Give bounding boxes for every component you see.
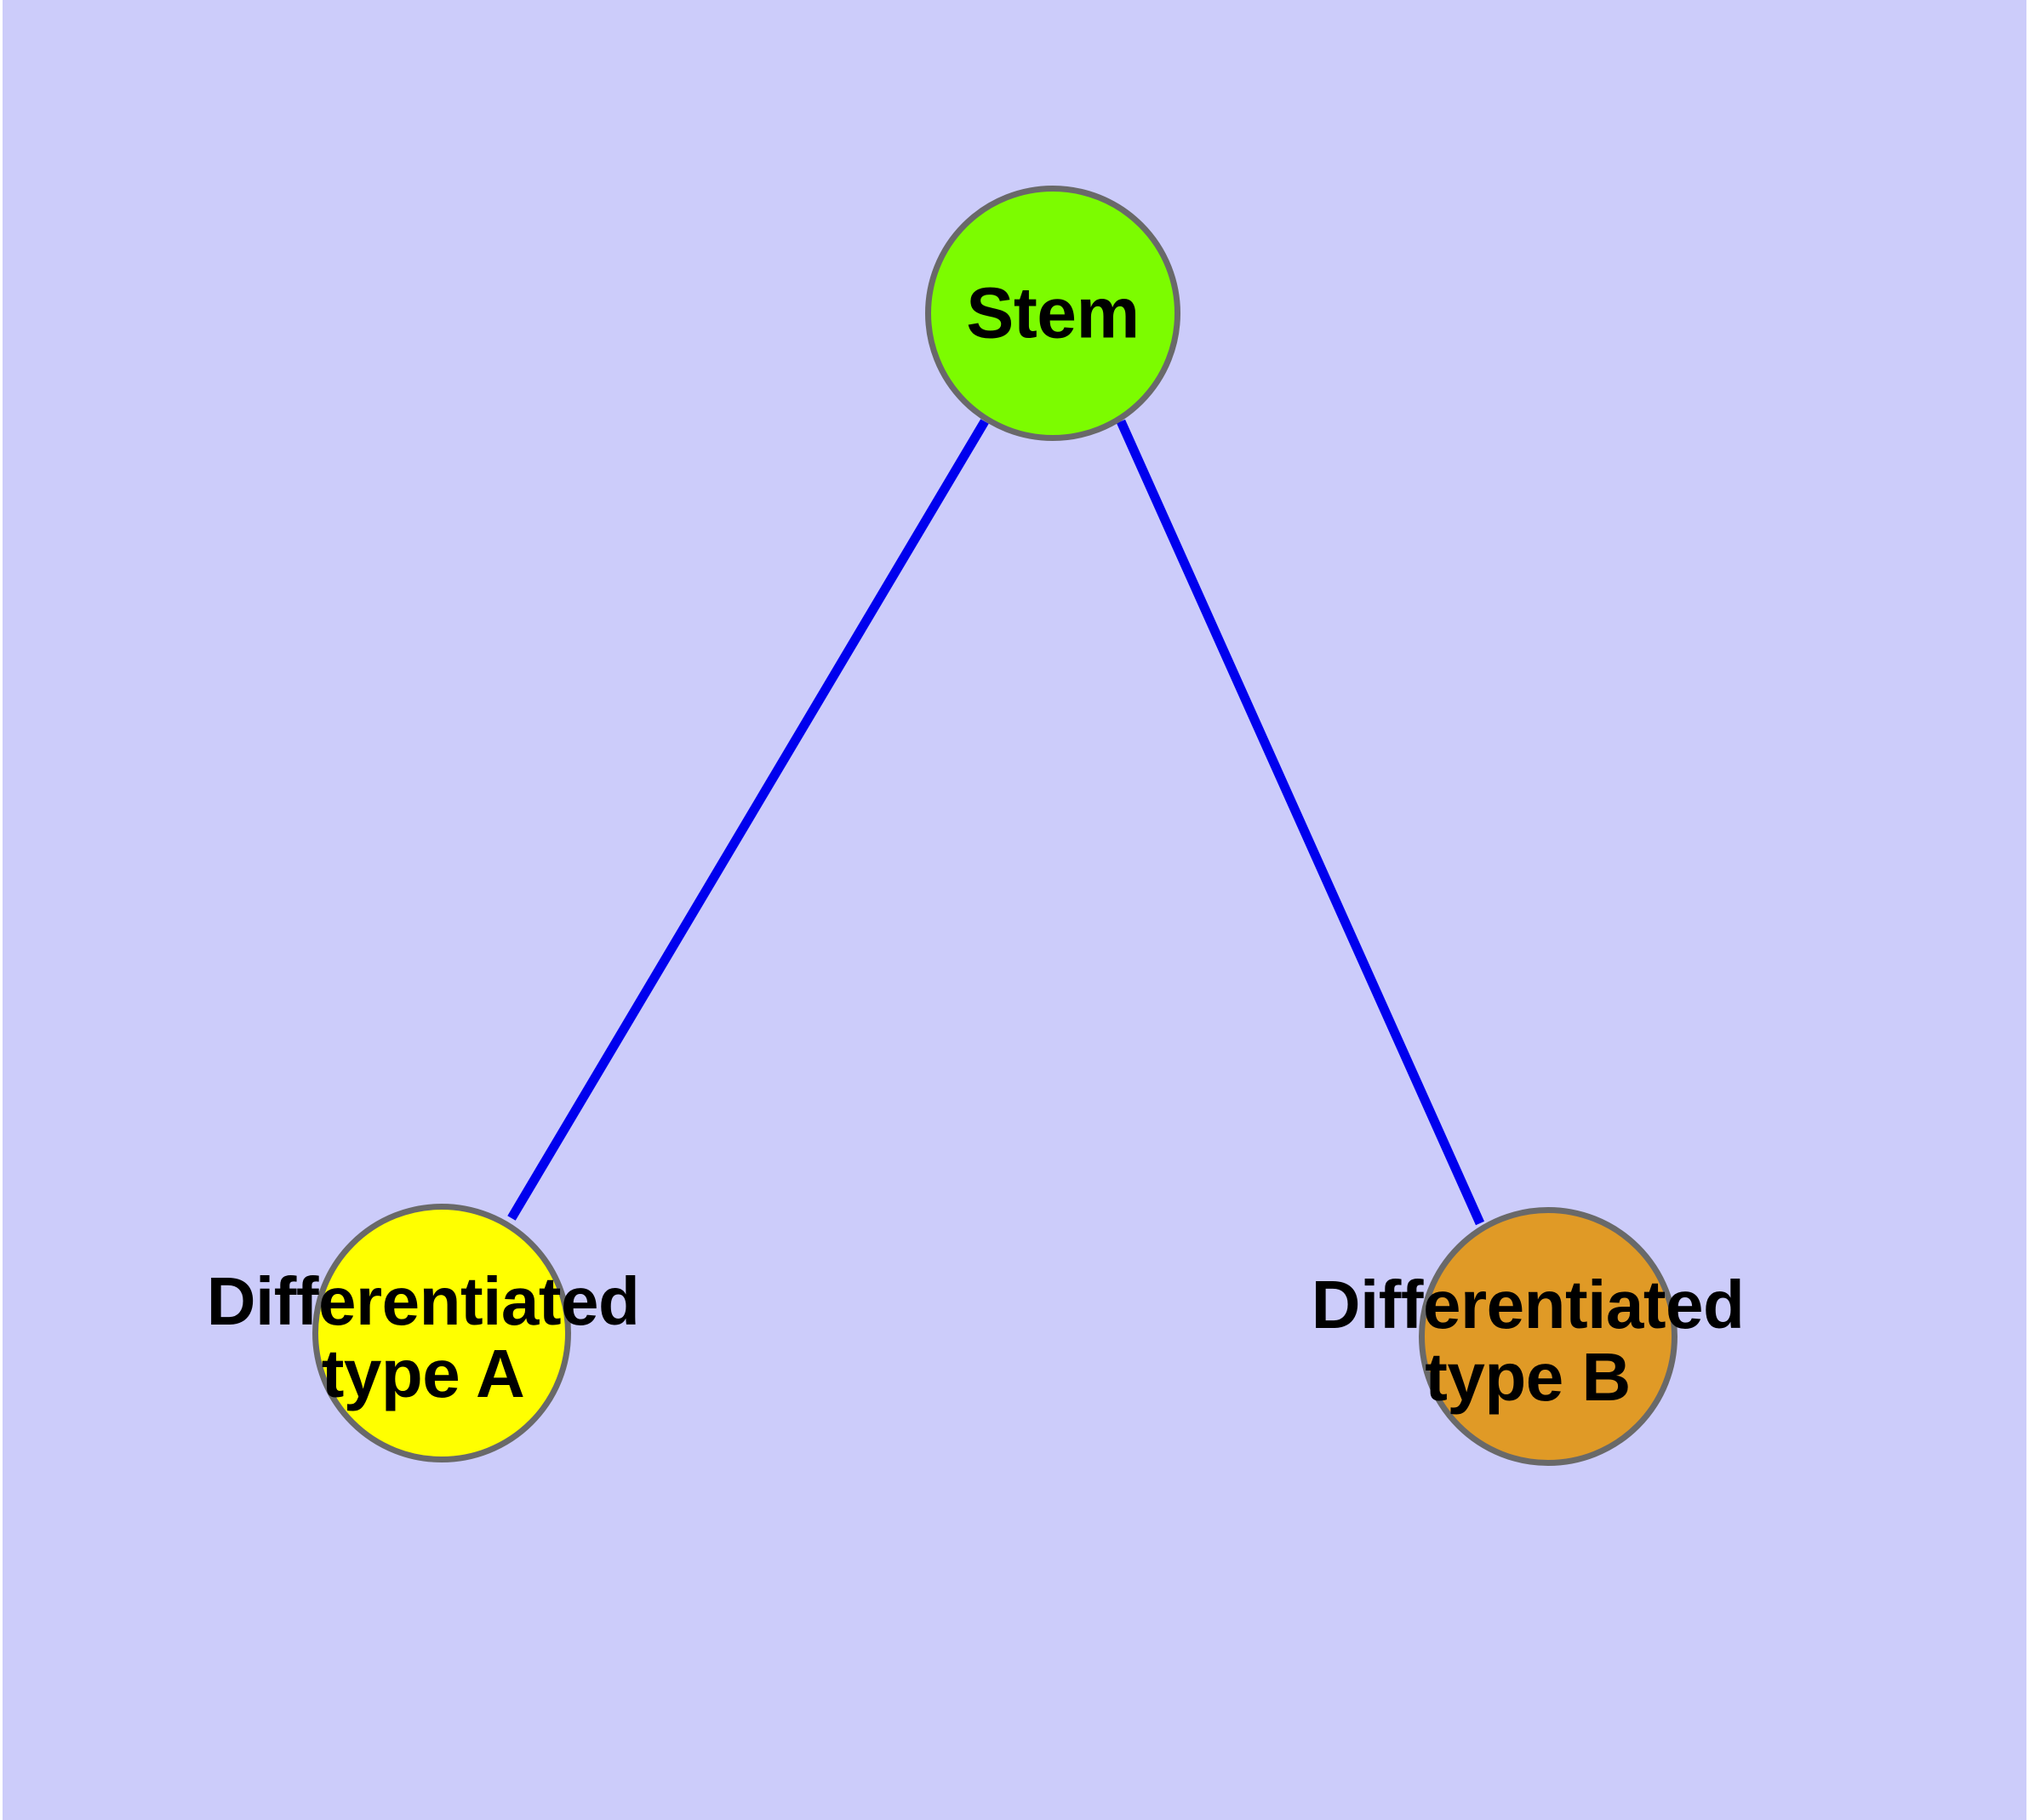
node-stem[interactable] <box>925 186 1180 441</box>
node-differentiated-type-b[interactable] <box>1419 1207 1677 1466</box>
edge-stem-to-differentiated-type-b <box>1116 419 1485 1226</box>
edge-stem-to-differentiated-type-a <box>507 419 989 1221</box>
node-layer <box>312 186 1677 1466</box>
node-differentiated-type-a[interactable] <box>312 1204 571 1462</box>
edge-layer <box>507 419 1485 1226</box>
